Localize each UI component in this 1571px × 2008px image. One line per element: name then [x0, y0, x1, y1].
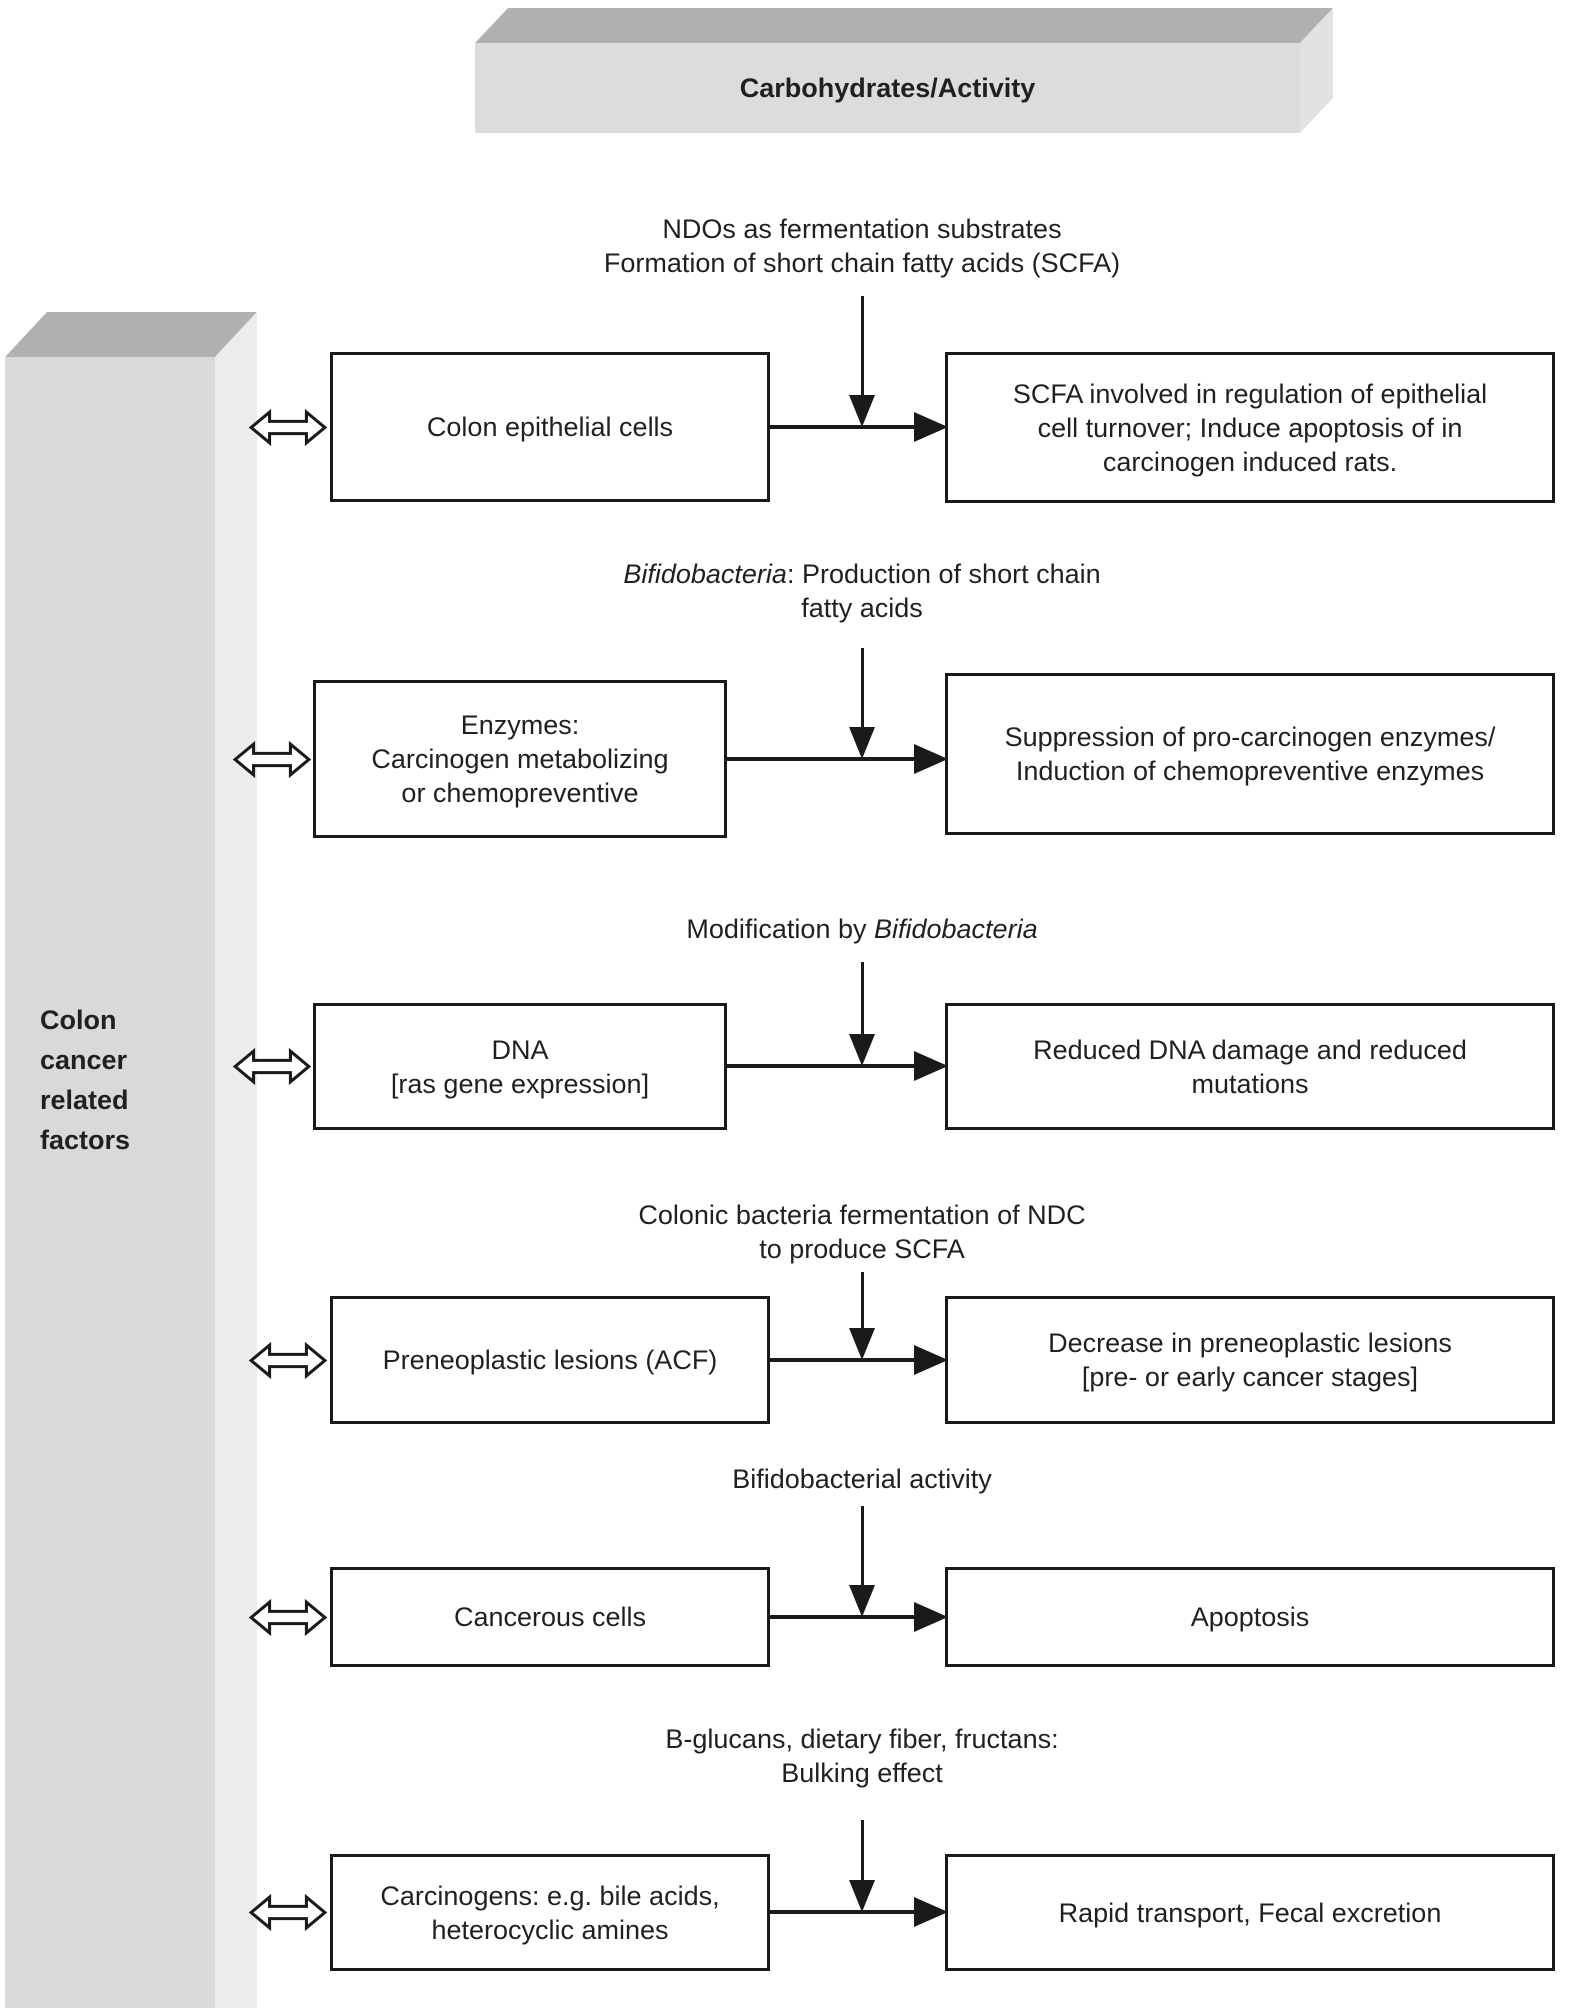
double-arrow-icon	[232, 1047, 312, 1086]
right-arrow-icon	[727, 744, 948, 774]
sidebar-bar	[5, 357, 215, 2008]
double-arrow-icon	[232, 740, 312, 779]
right-box: Apoptosis	[945, 1567, 1555, 1667]
double-arrow-icon	[248, 1341, 328, 1380]
row-caption: Colonic bacteria fermentation of NDC to …	[638, 1200, 1086, 1264]
down-arrow-icon	[847, 1506, 877, 1617]
sidebar-bar-side-face	[215, 312, 257, 2008]
right-box: Suppression of pro-carcinogen enzymes/In…	[945, 673, 1555, 835]
right-arrow-icon	[770, 1602, 948, 1632]
row-caption: Modification by Bifidobacteria	[686, 914, 1038, 944]
row-caption: Bifidobacterial activity	[732, 1464, 992, 1494]
right-arrow-icon	[770, 412, 948, 442]
double-arrow-icon	[248, 1598, 328, 1637]
left-box: Cancerous cells	[330, 1567, 770, 1667]
right-arrow-icon	[770, 1897, 948, 1927]
header-bar-top-face	[475, 8, 1333, 43]
down-arrow-icon	[847, 962, 877, 1066]
left-box: Carcinogens: e.g. bile acids,heterocycli…	[330, 1854, 770, 1971]
sidebar-bar-top-face	[5, 312, 257, 357]
right-arrow-icon	[727, 1051, 948, 1081]
header-bar: Carbohydrates/Activity	[475, 43, 1300, 133]
right-box: Decrease in preneoplastic lesions[pre- o…	[945, 1296, 1555, 1424]
left-box: Preneoplastic lesions (ACF)	[330, 1296, 770, 1424]
header-title: Carbohydrates/Activity	[739, 72, 1036, 103]
down-arrow-icon	[847, 1820, 877, 1912]
row-caption: B-glucans, dietary fiber, fructans: Bulk…	[665, 1724, 1059, 1788]
down-arrow-icon	[847, 648, 877, 759]
double-arrow-icon	[248, 1893, 328, 1932]
double-arrow-icon	[248, 408, 328, 447]
right-box: Rapid transport, Fecal excretion	[945, 1854, 1555, 1971]
row-caption: Bifidobacteria: Production of short chai…	[623, 559, 1101, 623]
left-box: DNA[ras gene expression]	[313, 1003, 727, 1130]
down-arrow-icon	[847, 1272, 877, 1360]
right-arrow-icon	[770, 1345, 948, 1375]
left-box: Colon epithelial cells	[330, 352, 770, 502]
right-box: SCFA involved in regulation of epithelia…	[945, 352, 1555, 503]
down-arrow-icon	[847, 296, 877, 427]
row-caption: NDOs as fermentation substrates Formatio…	[603, 214, 1121, 278]
